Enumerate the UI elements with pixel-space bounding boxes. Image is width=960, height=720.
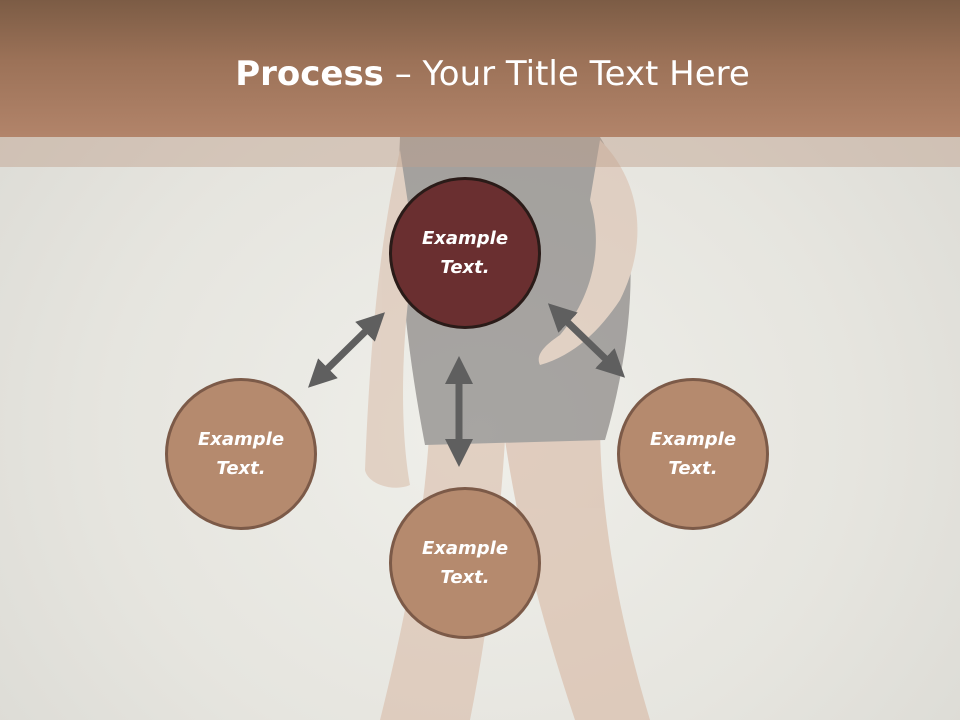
right-node-line1: Example xyxy=(649,429,737,450)
left-node[interactable]: Example Text. xyxy=(165,378,317,530)
bottom-node[interactable]: Example Text. xyxy=(389,487,541,639)
bottom-node-line2: Text. xyxy=(440,567,490,588)
title-underband xyxy=(0,137,960,167)
center-node-line2: Text. xyxy=(440,257,490,278)
left-node-line2: Text. xyxy=(216,458,266,479)
slide-title: Process – Your Title Text Here xyxy=(0,52,960,96)
right-node-line2: Text. xyxy=(668,458,718,479)
bottom-node-line1: Example xyxy=(421,538,509,559)
title-bold: Process xyxy=(235,54,384,94)
left-diagonal-double-arrow xyxy=(308,312,385,388)
center-node-line1: Example xyxy=(421,228,509,249)
title-bar xyxy=(0,0,960,137)
left-node-line1: Example xyxy=(197,429,285,450)
right-diagonal-double-arrow xyxy=(547,303,626,378)
center-node[interactable]: Example Text. xyxy=(389,177,541,329)
right-node[interactable]: Example Text. xyxy=(617,378,769,530)
title-rest: – Your Title Text Here xyxy=(383,54,750,94)
